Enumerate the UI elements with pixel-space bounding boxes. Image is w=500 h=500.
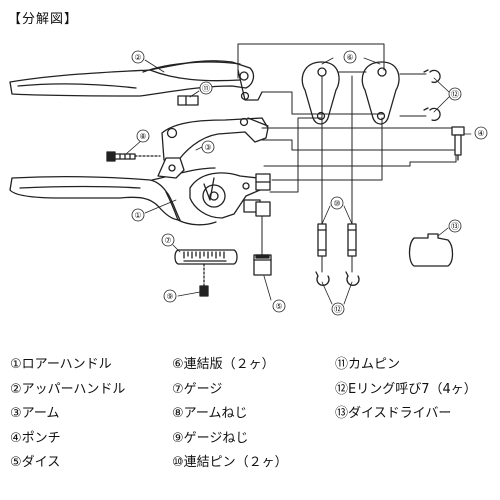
callout-2: ② [134,53,141,62]
callout-3: ③ [204,143,211,152]
callout-11: ⑪ [202,84,210,93]
legend-item: ⑬ダイスドライバー [335,406,452,421]
callout-10: ⑩ [333,199,340,208]
callout-4: ④ [477,129,484,138]
e-ring-bottom-1 [315,271,330,286]
legend-item: ⑧アームねじ [172,406,248,421]
link-pin-left [317,223,327,257]
parts-legend-column-2: ⑥連結版（２ヶ） ⑦ゲージ ⑧アームねじ ⑨ゲージねじ ⑩連結ピン（２ヶ） [172,353,288,476]
callout-5: ⑤ [275,302,282,311]
legend-item: ④ポンチ [10,430,61,446]
gauge-screw [199,263,209,297]
legend-item: ②アッパーハンドル [10,381,126,397]
legend-item: ①ロアーハンドル [10,357,112,372]
e-ring-top-1 [423,69,441,84]
legend-item: ⑪カムピン [335,357,401,372]
die-driver [408,233,454,267]
legend-item: ⑫Eリング呼び7（4ヶ） [335,381,477,397]
callout-12-bottom: ⑫ [334,305,342,314]
cam-pin [177,95,199,106]
legend-item: ③アーム [10,406,60,421]
punch [451,126,465,161]
callout-numbers: ② ⑪ ③ ⑧ ① ⑦ ⑨ ⑤ ⑥ ⑫ ④ ⑩ ⑫ ⑬ [131,50,488,316]
callout-12-top: ⑫ [451,90,459,99]
callout-9: ⑨ [166,292,173,301]
tool-head [189,172,261,219]
callout-13: ⑬ [451,222,459,231]
e-ring-top-2 [423,107,441,122]
exploded-view-diagram: ② ⑪ ③ ⑧ ① ⑦ ⑨ ⑤ ⑥ ⑫ ④ ⑩ ⑫ ⑬ [9,43,488,316]
upper-handle [9,60,263,101]
link-pin-right [347,223,357,257]
parts-legend-column-1: ①ロアーハンドル ②アッパーハンドル ③アーム ④ポンチ ⑤ダイス [10,353,125,476]
lower-handle [9,157,217,226]
leader-lines [125,57,472,305]
assembly-lines [237,43,457,273]
die-block-upper [255,173,271,191]
legend-item: ⑨ゲージねじ [172,430,249,446]
parts-legend-column-3: ⑪カムピン ⑫Eリング呼び7（4ヶ） ⑬ダイスドライバー [335,353,477,427]
die [253,254,272,276]
die-block-lower [255,201,271,217]
callout-1: ① [134,211,141,220]
arm-screw [106,151,161,162]
diagram-title: 【分解図】 [8,12,79,27]
gauge [174,249,238,265]
callout-7: ⑦ [164,236,171,245]
e-ring-bottom-2 [345,271,360,286]
callout-8: ⑧ [139,132,146,141]
legend-item: ⑥連結版（２ヶ） [172,357,275,372]
callout-6: ⑥ [346,53,353,62]
link-plate-left [301,61,340,125]
link-plate-right [361,61,400,125]
legend-item: ⑤ダイス [10,455,61,470]
legend-item: ⑦ゲージ [172,381,223,397]
legend-item: ⑩連結ピン（２ヶ） [172,455,288,470]
